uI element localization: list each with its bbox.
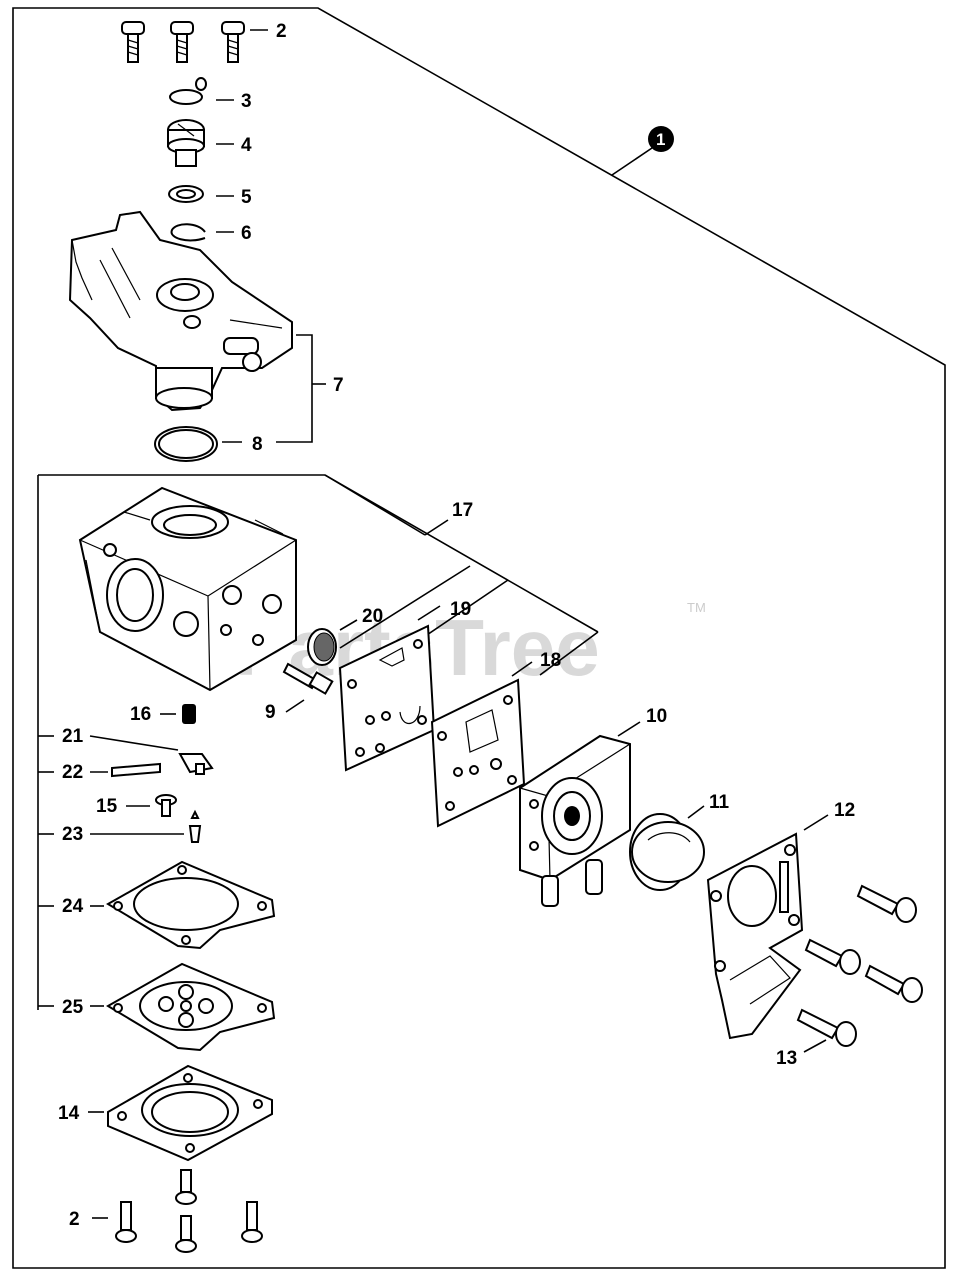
label-18: 18 — [540, 650, 561, 671]
part-20-filter — [307, 628, 337, 666]
screw-top-2 — [170, 21, 194, 63]
screw-bottom-4 — [175, 1215, 197, 1253]
outer-frame — [12, 7, 946, 1269]
label-4: 4 — [241, 135, 252, 156]
part-25-diaphragm — [106, 962, 276, 1052]
part-10-pump — [519, 734, 631, 907]
part-15-screw — [155, 794, 177, 817]
part-12-cover — [706, 832, 804, 1040]
part-3-clip — [169, 77, 207, 105]
screw-bottom-2 — [115, 1201, 137, 1243]
label-16: 16 — [130, 704, 151, 725]
label-7: 7 — [333, 375, 344, 396]
part-22-pin — [111, 762, 161, 778]
assembly-number-badge — [648, 126, 674, 152]
part-14-cover — [107, 1064, 273, 1162]
part-21-lever — [178, 753, 214, 775]
label-14: 14 — [58, 1103, 80, 1124]
label-17: 17 — [452, 500, 473, 521]
label-10: 10 — [646, 706, 667, 727]
screw-top-3 — [221, 21, 245, 63]
label-20: 20 — [362, 606, 383, 627]
part-5-washer — [168, 185, 204, 203]
part-16-spring — [182, 704, 196, 724]
label-2-bottom: 2 — [69, 1209, 80, 1230]
label-11: 11 — [709, 792, 730, 813]
label-15: 15 — [96, 796, 118, 817]
assembly-leader — [611, 147, 653, 176]
label-6: 6 — [241, 223, 252, 244]
part-4-plug — [167, 119, 205, 167]
label-23: 23 — [62, 824, 83, 845]
carburetor-body — [78, 486, 297, 692]
part-6-eclip — [170, 223, 206, 242]
label-24: 24 — [62, 896, 84, 917]
label-5: 5 — [241, 187, 252, 208]
part-18-gasket — [430, 678, 526, 828]
label-9: 9 — [265, 702, 276, 723]
part-13-screw-3 — [864, 964, 923, 1003]
part-24-gasket — [106, 860, 276, 950]
label-12: 12 — [834, 800, 855, 821]
part-8-oring — [154, 426, 218, 462]
screw-bottom-3 — [241, 1201, 263, 1243]
part-7-housing — [68, 210, 293, 412]
label-13: 13 — [776, 1048, 797, 1069]
part-13-screw-4 — [796, 1008, 857, 1047]
label-25: 25 — [62, 997, 84, 1018]
part-9-needle — [282, 662, 334, 695]
watermark-trademark: TM — [687, 600, 706, 615]
screw-top-1 — [121, 21, 145, 63]
label-21: 21 — [62, 726, 84, 747]
label-8: 8 — [252, 434, 263, 455]
part-13-screw-2 — [804, 938, 861, 975]
part-11-primer-bulb — [629, 813, 705, 891]
label-3: 3 — [241, 91, 252, 112]
part-13-screw-1 — [856, 884, 917, 923]
label-22: 22 — [62, 762, 83, 783]
label-2-top: 2 — [276, 21, 287, 42]
screw-bottom-1 — [175, 1169, 197, 1205]
part-23-needle-valve — [188, 809, 202, 843]
assembly-number: 1 — [656, 130, 665, 149]
label-19: 19 — [450, 599, 471, 620]
